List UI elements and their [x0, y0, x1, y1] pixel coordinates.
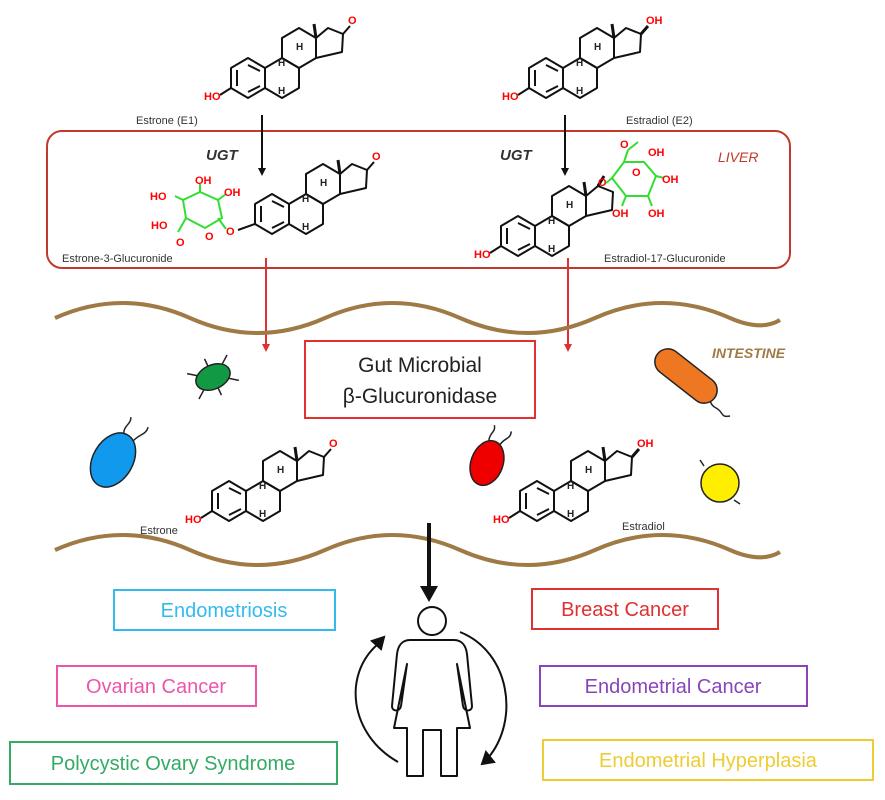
- svg-text:Endometrial Hyperplasia: Endometrial Hyperplasia: [599, 750, 818, 772]
- estradiol-glucuronide-label: Estradiol-17-Glucuronide: [604, 253, 726, 265]
- svg-text:H: H: [277, 465, 284, 476]
- svg-text:OH: OH: [224, 187, 241, 199]
- svg-text:H: H: [296, 42, 303, 53]
- pcos-box: Polycystic Ovary Syndrome: [9, 741, 338, 785]
- svg-text:OH: OH: [646, 15, 663, 27]
- svg-text:OH: OH: [637, 438, 654, 450]
- svg-text:O: O: [176, 237, 185, 249]
- estradiol-glucuronide-structure: HO H H H O O OH OH OH OH O: [474, 139, 679, 261]
- svg-text:OH: OH: [648, 208, 665, 220]
- orange-rod-bacterium-icon: [654, 348, 731, 418]
- endometriosis-box: Endometriosis: [113, 589, 336, 631]
- estradiol-structure: HO OH H H H: [502, 15, 663, 103]
- svg-text:Breast Cancer: Breast Cancer: [561, 599, 689, 621]
- red-bacterium-icon: [469, 425, 513, 487]
- svg-text:HO: HO: [151, 220, 168, 232]
- estrone-label: Estrone (E1): [136, 115, 198, 127]
- svg-text:Endometriosis: Endometriosis: [161, 600, 288, 622]
- svg-text:HO: HO: [474, 249, 491, 261]
- svg-text:H: H: [548, 244, 555, 255]
- enzyme-box: [304, 340, 536, 419]
- ugt-label-right: UGT: [500, 147, 534, 164]
- endometrial-cancer-box: Endometrial Cancer: [539, 665, 808, 707]
- svg-text:H: H: [278, 58, 285, 69]
- svg-text:H: H: [585, 465, 592, 476]
- free-estradiol-structure: HO OH H H H: [493, 438, 654, 526]
- svg-text:H: H: [259, 481, 266, 492]
- estradiol-label: Estradiol (E2): [626, 115, 693, 127]
- estrone-structure: HO O H H H: [204, 15, 357, 103]
- free-estradiol-label: Estradiol: [622, 521, 665, 533]
- svg-text:H: H: [302, 222, 309, 233]
- estrone-glucuronide-label: Estrone-3-Glucuronide: [62, 253, 173, 265]
- svg-text:OH: OH: [648, 147, 665, 159]
- circulation-arrowhead: [420, 586, 438, 602]
- svg-text:H: H: [278, 86, 285, 97]
- svg-text:Polycystic Ovary Syndrome: Polycystic Ovary Syndrome: [51, 753, 296, 775]
- blue-bacterium-icon: [89, 417, 149, 488]
- svg-text:H: H: [594, 42, 601, 53]
- ugt-label-left: UGT: [206, 147, 240, 164]
- svg-text:O: O: [205, 231, 214, 243]
- svg-text:O: O: [226, 226, 235, 238]
- woman-icon: [391, 606, 473, 777]
- svg-text:O: O: [372, 151, 381, 163]
- estrone-glucuronide-structure: O H H H O OH OH HO HO O O: [150, 151, 381, 249]
- svg-text:O: O: [632, 167, 641, 179]
- intestine-label: INTESTINE: [712, 345, 786, 361]
- svg-text:H: H: [548, 216, 555, 227]
- free-estrone-label: Estrone: [140, 525, 178, 537]
- svg-text:H: H: [302, 194, 309, 205]
- svg-text:H: H: [567, 481, 574, 492]
- svg-text:HO: HO: [150, 191, 167, 203]
- svg-text:HO: HO: [502, 91, 519, 103]
- svg-text:O: O: [329, 438, 338, 450]
- svg-text:O: O: [598, 177, 607, 189]
- svg-text:H: H: [576, 86, 583, 97]
- svg-text:O: O: [348, 15, 357, 27]
- svg-text:H: H: [576, 58, 583, 69]
- svg-text:Ovarian Cancer: Ovarian Cancer: [86, 676, 226, 698]
- circular-arrows-icon: [354, 631, 508, 766]
- svg-text:H: H: [566, 200, 573, 211]
- svg-text:H: H: [259, 509, 266, 520]
- svg-text:HO: HO: [204, 91, 221, 103]
- yellow-coccus-icon: [699, 459, 741, 505]
- green-bacterium-icon: [186, 354, 240, 400]
- enzyme-line2: β-Glucuronidase: [343, 385, 498, 408]
- svg-text:O: O: [620, 139, 629, 151]
- svg-text:H: H: [320, 178, 327, 189]
- svg-text:HO: HO: [185, 514, 202, 526]
- endometrial-hyperplasia-box: Endometrial Hyperplasia: [542, 739, 874, 781]
- intestine-wave-bottom: [54, 533, 782, 567]
- ovarian-cancer-box: Ovarian Cancer: [56, 665, 257, 707]
- svg-text:OH: OH: [195, 175, 212, 187]
- free-estrone-structure: HO O H H H: [185, 438, 338, 526]
- svg-text:H: H: [567, 509, 574, 520]
- intestine-wave-top: [54, 301, 782, 335]
- svg-text:OH: OH: [612, 208, 629, 220]
- svg-text:Endometrial Cancer: Endometrial Cancer: [585, 676, 762, 698]
- enzyme-line1: Gut Microbial: [358, 354, 482, 377]
- liver-label: LIVER: [718, 149, 758, 165]
- breast-cancer-box: Breast Cancer: [531, 588, 719, 630]
- svg-text:OH: OH: [662, 174, 679, 186]
- svg-text:HO: HO: [493, 514, 510, 526]
- liver-compartment: [46, 130, 791, 269]
